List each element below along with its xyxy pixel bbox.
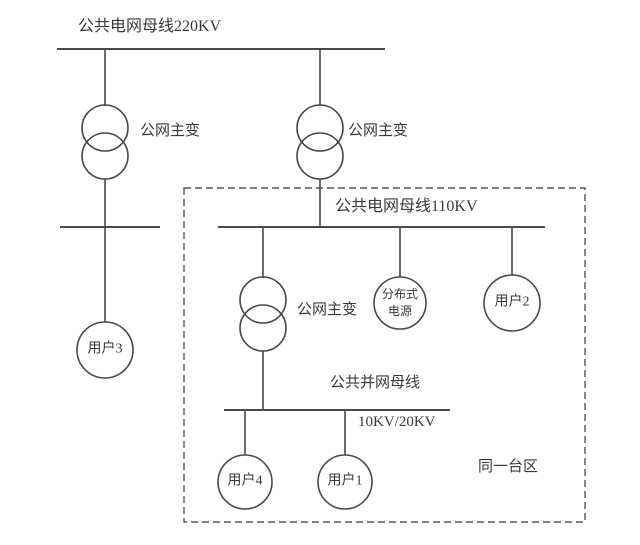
bus-220kv-label: 公共电网母线220KV [78, 18, 222, 35]
user-4-label: 用户4 [227, 473, 263, 489]
same-distribution-area-label: 同一台区 [478, 459, 539, 475]
transformer-2-lower-winding [296, 132, 344, 180]
transformer-1-upper-winding [81, 104, 129, 152]
user-1-label: 用户1 [327, 473, 363, 489]
same-distribution-area-boundary [183, 187, 586, 523]
transformer-1-lower-winding [81, 132, 129, 180]
user-1-node [317, 454, 373, 510]
user-2-node [483, 274, 541, 332]
bus-common-grid-label: 公共并网母线 [330, 375, 421, 391]
transformer-3-lower-winding [239, 304, 287, 352]
transformer-1-label: 公网主变 [140, 123, 201, 139]
user-4-node [217, 454, 273, 510]
transformer-2-label: 公网主变 [348, 123, 409, 139]
user-3-label: 用户3 [87, 341, 123, 357]
transformer-3-label: 公网主变 [297, 302, 358, 318]
distributed-power-node [373, 276, 427, 330]
transformer-2-upper-winding [296, 104, 344, 152]
transformer-3-upper-winding [239, 276, 287, 324]
bus-common-grid-voltage-label: 10KV/20KV [358, 414, 436, 430]
bus-110kv-label: 公共电网母线110KV [335, 198, 478, 215]
user-3-node [76, 321, 134, 379]
distributed-power-label-line2: 电源 [387, 304, 413, 319]
user-2-label: 用户2 [494, 294, 530, 310]
distributed-power-label-line1: 分布式 [381, 287, 419, 302]
